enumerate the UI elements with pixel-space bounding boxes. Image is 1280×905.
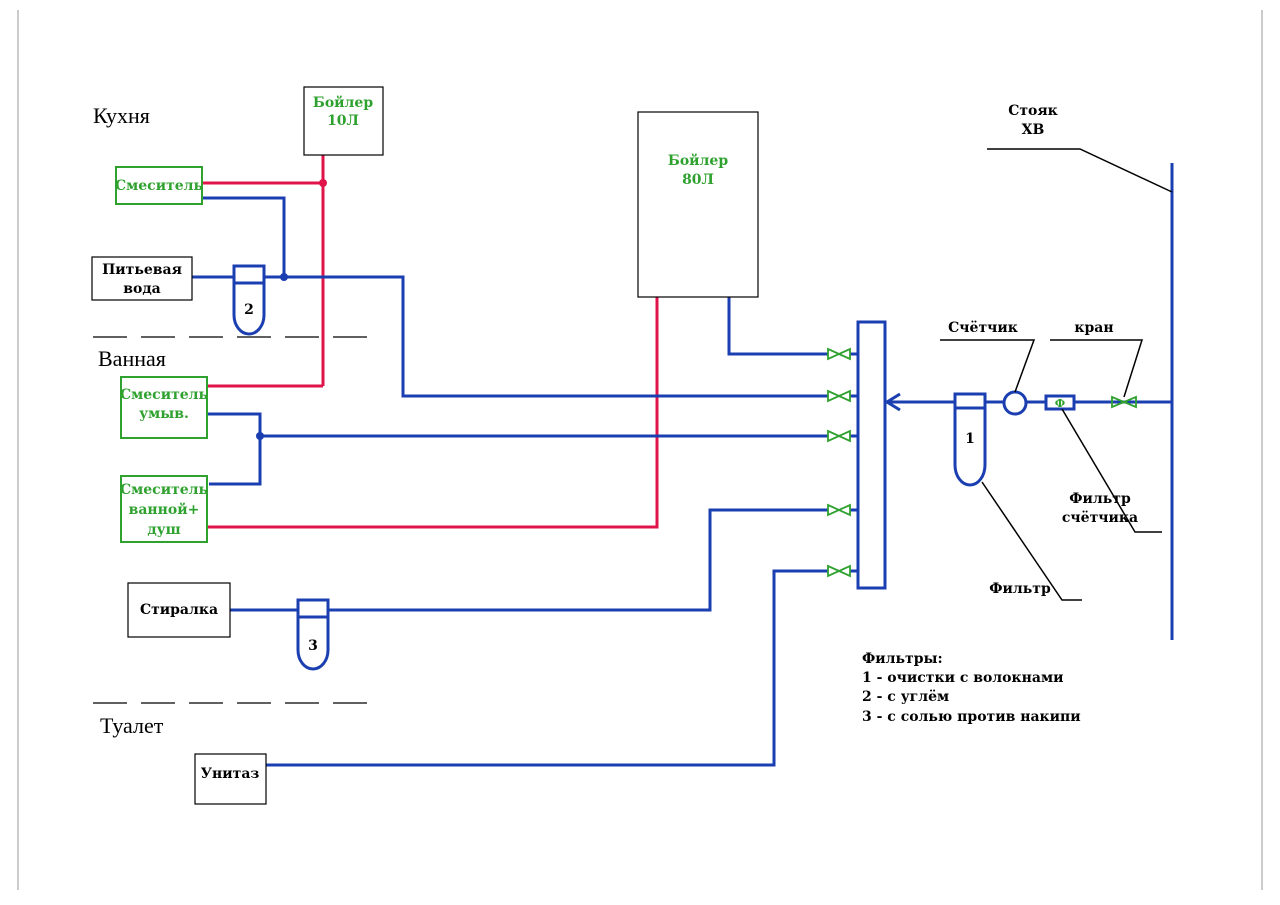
meter-filter-symbol: Ф [1055, 397, 1065, 410]
filter-legend: Фильтры: 1 - очистки с волокнами 2 - с у… [862, 651, 1081, 725]
filter-1-number: 1 [965, 431, 975, 447]
filter-2-number: 2 [244, 302, 254, 318]
boiler-80l-name: Бойлер [668, 152, 728, 169]
riser-leader [987, 148, 1173, 193]
water-meter-icon [1002, 390, 1028, 416]
kitchen-mixer [115, 166, 203, 205]
washing-machine-label: Стиралка [140, 602, 218, 618]
toilet-bowl-label: Унитаз [201, 766, 260, 782]
manifold-valve-2 [827, 389, 851, 403]
drinking-water-label-2: вода [123, 281, 160, 297]
bath-mixer-label-3: душ [147, 522, 180, 538]
bath-mixer-label-1: Смеситель [120, 482, 208, 498]
meter-filter [1044, 394, 1076, 411]
filter-2 [232, 264, 266, 336]
meter-filter-label-2: счётчика [1062, 510, 1138, 526]
sink-mixer-label-1: Смеситель [120, 387, 208, 403]
cold-pipe-washer-main [328, 508, 828, 612]
hot-junction [319, 179, 327, 187]
manifold-valve-5 [827, 564, 851, 578]
cold-pipe-toilet [266, 569, 828, 767]
cold-junction-kitchen [280, 273, 288, 281]
room-bathroom: Ванная [98, 346, 166, 371]
riser-label-2: ХВ [1022, 122, 1045, 138]
boiler-80l [637, 111, 759, 298]
riser-label-1: Стояк [1008, 103, 1058, 119]
inlet-arrow-icon [884, 392, 901, 412]
manifold-valve-1 [827, 347, 851, 361]
meter-leader [940, 339, 1036, 393]
toilet-bowl [194, 753, 267, 805]
legend-title: Фильтры: [862, 651, 943, 667]
filter-3 [296, 598, 330, 671]
sink-mixer [120, 376, 208, 439]
cold-junction-bath [256, 432, 264, 440]
cold-pipe-kitchen-main [264, 275, 828, 398]
inlet-valve [1111, 395, 1137, 409]
legend-item-2: 2 - с углём [862, 689, 949, 705]
bath-mixer [120, 475, 208, 543]
sink-mixer-label-2: умыв. [139, 406, 189, 422]
legend-item-3: 3 - с солью против накипи [862, 709, 1081, 725]
kitchen-mixer-label: Смеситель [115, 178, 203, 194]
boiler-10l-volume: 10Л [327, 113, 359, 129]
boiler-10l [303, 86, 384, 156]
tap-leader [1050, 339, 1144, 398]
washing-machine [127, 582, 231, 638]
room-kitchen: Кухня [93, 103, 150, 128]
manifold [856, 320, 887, 590]
meter-filter-leader [1061, 408, 1162, 533]
drinking-water-label-1: Питьевая [102, 262, 182, 278]
bath-mixer-label-2: ванной+ [129, 501, 200, 518]
boiler-80l-volume: 80Л [682, 172, 714, 188]
filter-leader [981, 481, 1082, 601]
legend-item-1: 1 - очистки с волокнами [862, 670, 1063, 686]
filter-label: Фильтр [989, 581, 1051, 597]
hot-pipe-boiler80-bath [207, 297, 659, 529]
cold-pipe-boiler80 [727, 297, 828, 356]
manifold-valve-4 [827, 503, 851, 517]
cold-pipe-sink-mixer [207, 412, 262, 486]
boiler-10l-name: Бойлер [313, 94, 373, 111]
manifold-valve-3 [827, 429, 851, 443]
filter-1 [953, 392, 987, 487]
room-toilet: Туалет [100, 713, 164, 738]
meter-filter-label-1: Фильтр [1069, 491, 1131, 507]
cold-pipe-kitchen-mixer [202, 196, 286, 277]
drinking-water [91, 256, 193, 301]
tap-label: кран [1074, 320, 1113, 336]
filter-3-number: 3 [308, 638, 318, 654]
meter-label: Счётчик [948, 320, 1018, 336]
